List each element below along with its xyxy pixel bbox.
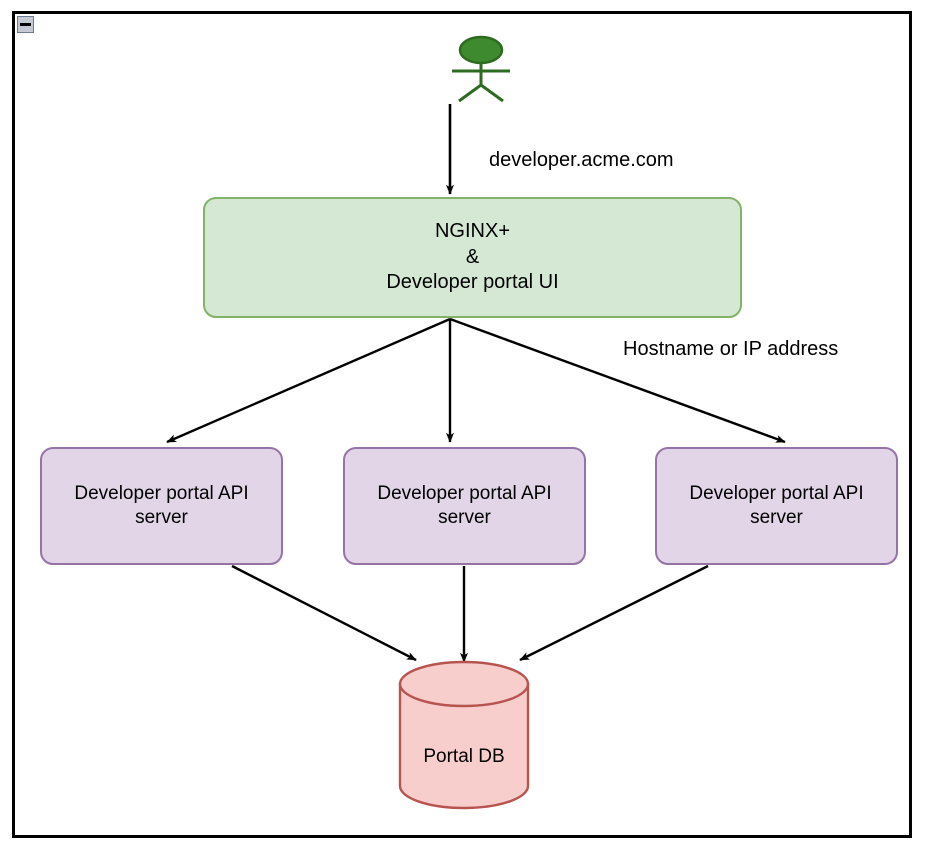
portal-db-shape[interactable] (398, 660, 530, 810)
user-actor-icon (452, 35, 510, 103)
node-api-server-3[interactable]: Developer portal API server (655, 447, 898, 565)
node-api-server-2-text: Developer portal API server (377, 482, 551, 531)
minus-icon[interactable] (17, 16, 34, 33)
node-api-server-3-text: Developer portal API server (689, 482, 863, 531)
edge-nginx-to-api-1 (166, 317, 451, 444)
edge-api-1-to-db (231, 564, 417, 662)
node-api-server-1-text: Developer portal API server (74, 482, 248, 531)
node-api-server-2-line-2: server (438, 507, 491, 528)
node-api-server-1[interactable]: Developer portal API server (40, 447, 283, 565)
minus-icon-bar (20, 23, 31, 26)
node-api-server-2[interactable]: Developer portal API server (343, 447, 586, 565)
node-nginx-line-3: Developer portal UI (386, 271, 559, 294)
node-api-server-1-line-2: server (135, 507, 188, 528)
node-api-server-2-line-1: Developer portal API (377, 482, 552, 504)
edge-label-hostname-or-ip: Hostname or IP address (623, 338, 839, 360)
node-api-server-3-line-2: server (750, 507, 803, 528)
edge-label-developer-acme-com: developer.acme.com (489, 149, 674, 171)
node-api-server-1-line-1: Developer portal API (74, 482, 249, 504)
node-nginx-text: NGINX+ & Developer portal UI (386, 219, 558, 296)
node-nginx[interactable]: NGINX+ & Developer portal UI (203, 197, 742, 318)
node-nginx-line-1: NGINX+ (434, 220, 511, 243)
node-portal-db-label: Portal DB (423, 746, 505, 767)
edge-api-3-to-db (519, 564, 709, 662)
node-nginx-line-2: & (465, 245, 480, 268)
edge-nginx-to-api-3 (449, 317, 786, 444)
node-api-server-3-line-1: Developer portal API (689, 482, 864, 504)
